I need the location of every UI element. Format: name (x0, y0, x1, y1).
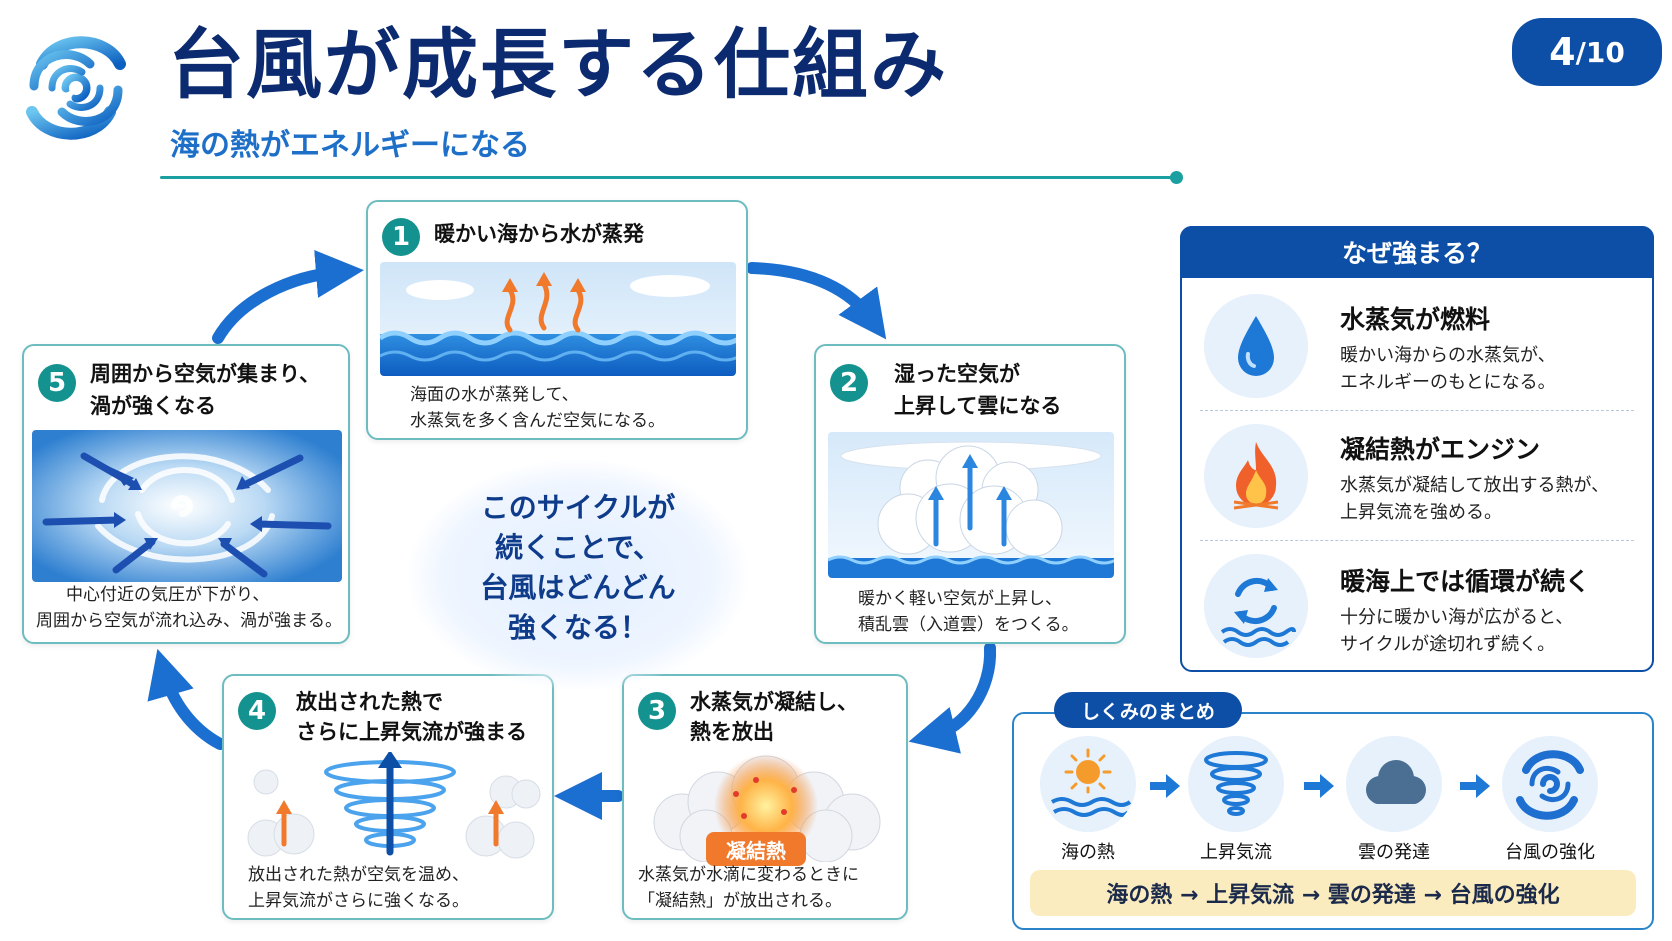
why-item-2-title: 凝結熱がエンジン (1340, 435, 1541, 464)
summary-arrow-3 (1460, 774, 1490, 798)
cycle-message-line-1: このサイクルが (480, 491, 676, 524)
step-title-1: 暖かい海から水が蒸発 (434, 222, 644, 246)
step-title-4-line-2: さらに上昇気流が強まる (296, 720, 527, 744)
step-desc-5-line-1: 中心付近の気圧が下がり、 (66, 585, 270, 605)
arrow-4-to-5 (147, 648, 226, 750)
step-desc-4-line-2: 上昇気流がさらに強くなる。 (248, 891, 469, 911)
updraft-vortex-illustration (236, 752, 544, 860)
step-number-4: 4 (238, 692, 276, 730)
sun-sea-icon (1040, 736, 1136, 832)
step-desc-3-line-2: 「凝結熱」が放出される。 (638, 891, 842, 911)
arrow-5-to-1 (212, 250, 364, 344)
step-title-4-line-1: 放出された熱で (296, 690, 443, 714)
step-desc-1-line-1: 海面の水が蒸発して、 (410, 385, 579, 405)
title-divider-dot (1170, 171, 1183, 184)
step-number-5: 5 (38, 364, 76, 402)
step-desc-2-line-1: 暖かく軽い空気が上昇し、 (858, 589, 1062, 609)
cycle-icon (1204, 554, 1308, 658)
condensation-heat-label: 凝結熱 (726, 838, 786, 863)
summary-flow-bar: 海の熱 → 上昇気流 → 雲の発達 → 台風の強化 (1030, 870, 1636, 916)
why-panel-heading: なぜ強まる？ (1180, 226, 1654, 278)
why-item-2-desc-line-1: 水蒸気が凝結して放出する熱が、 (1340, 475, 1610, 496)
title-divider (160, 176, 1176, 179)
cycle-message-line-4: 強くなる！ (507, 611, 648, 644)
condensation-heat-badge: 凝結熱 (706, 832, 806, 866)
why-item-2-desc-line-2: 上昇気流を強める。 (1340, 502, 1502, 523)
water-drop-icon (1204, 294, 1308, 398)
step-desc-4-line-1: 放出された熱が空気を温め、 (248, 865, 469, 885)
page-title: 台風が成長する仕組み (168, 20, 948, 109)
cloud-icon (1346, 736, 1442, 832)
step-card-5: 5 周囲から空気が集まり、 渦が強くなる 中心付近の気圧が下がり、 周囲から空気… (22, 344, 350, 644)
arrow-1-to-2 (746, 262, 887, 340)
why-item-3-title: 暖海上では循環が続く (1340, 567, 1591, 596)
why-item-1-desc-line-2: エネルギーのもとになる。 (1340, 372, 1556, 393)
typhoon-icon (1502, 736, 1598, 832)
cycle-message-line-3: 台風はどんどん (480, 571, 676, 604)
updraft-icon (1188, 736, 1284, 832)
summary-label-1: 海の熱 (1061, 842, 1115, 863)
why-separator-1 (1200, 410, 1634, 411)
step-desc-1-line-2: 水蒸気を多く含んだ空気になる。 (410, 411, 665, 431)
summary-label-2: 上昇気流 (1200, 842, 1272, 863)
step-card-1: 1 暖かい海から水が蒸発 海面の水が蒸発して、 水蒸気を多く含んだ空気になる。 (366, 200, 748, 440)
cycle-arrows (147, 250, 997, 820)
step-card-4: 4 放出された熱で さらに上昇気流が強まる 放出された熱が空気を温め、 上昇気流… (222, 674, 554, 920)
typhoon-logo-icon (26, 36, 126, 140)
why-item-3-desc-line-2: サイクルが途切れず続く。 (1340, 634, 1556, 655)
step-number-1: 1 (382, 218, 420, 256)
step-desc-5-line-2: 周囲から空気が流れ込み、渦が強まる。 (36, 611, 342, 631)
why-separator-2 (1200, 540, 1634, 541)
step-title-2-line-2: 上昇して雲になる (894, 394, 1062, 418)
step-title-5-line-2: 渦が強くなる (90, 394, 216, 418)
page-total: /10 (1575, 35, 1625, 69)
cumulonimbus-illustration (828, 432, 1114, 578)
step-title-2-line-1: 湿った空気が (894, 362, 1020, 386)
step-desc-3-line-1: 水蒸気が水滴に変わるときに (638, 865, 859, 885)
page-current: 4 (1549, 30, 1576, 74)
page-counter-badge: 4/10 (1512, 18, 1662, 86)
evaporation-illustration (380, 262, 736, 376)
step-number-2: 2 (830, 364, 868, 402)
step-title-3-line-2: 熱を放出 (690, 720, 774, 744)
step-desc-2-line-2: 積乱雲（入道雲）をつくる。 (858, 615, 1079, 635)
arrow-2-to-3 (908, 642, 997, 754)
summary-arrow-1 (1150, 774, 1180, 798)
step-card-3: 3 水蒸気が凝結し、 熱を放出 凝結熱 水蒸気が水滴に変わるときに 「凝結熱」が… (622, 674, 908, 920)
summary-label-4: 台風の強化 (1505, 842, 1595, 863)
cycle-message: このサイクルが 続くことで、 台風はどんどん 強くなる！ (420, 488, 736, 648)
step-title-3-line-1: 水蒸気が凝結し、 (690, 690, 858, 714)
summary-label-3: 雲の発達 (1358, 842, 1430, 863)
why-item-1-desc-line-1: 暖かい海からの水蒸気が、 (1340, 345, 1556, 366)
page-subtitle: 海の熱がエネルギーになる (170, 128, 530, 163)
step-number-3: 3 (638, 692, 676, 730)
center-glow (408, 460, 748, 690)
cycle-message-line-2: 続くことで、 (494, 531, 662, 564)
fire-icon (1204, 424, 1308, 528)
step-title-5-line-1: 周囲から空気が集まり、 (90, 362, 321, 386)
step-card-2: 2 湿った空気が 上昇して雲になる 暖かく軽い空気が上昇し、 積乱雲（入道雲）を… (814, 344, 1126, 644)
why-item-3-desc-line-1: 十分に暖かい海が広がると、 (1340, 607, 1574, 628)
summary-tag: しくみのまとめ (1054, 692, 1242, 728)
vortex-satellite-illustration (32, 430, 342, 582)
summary-arrow-2 (1304, 774, 1334, 798)
why-item-1-title: 水蒸気が燃料 (1340, 305, 1491, 334)
